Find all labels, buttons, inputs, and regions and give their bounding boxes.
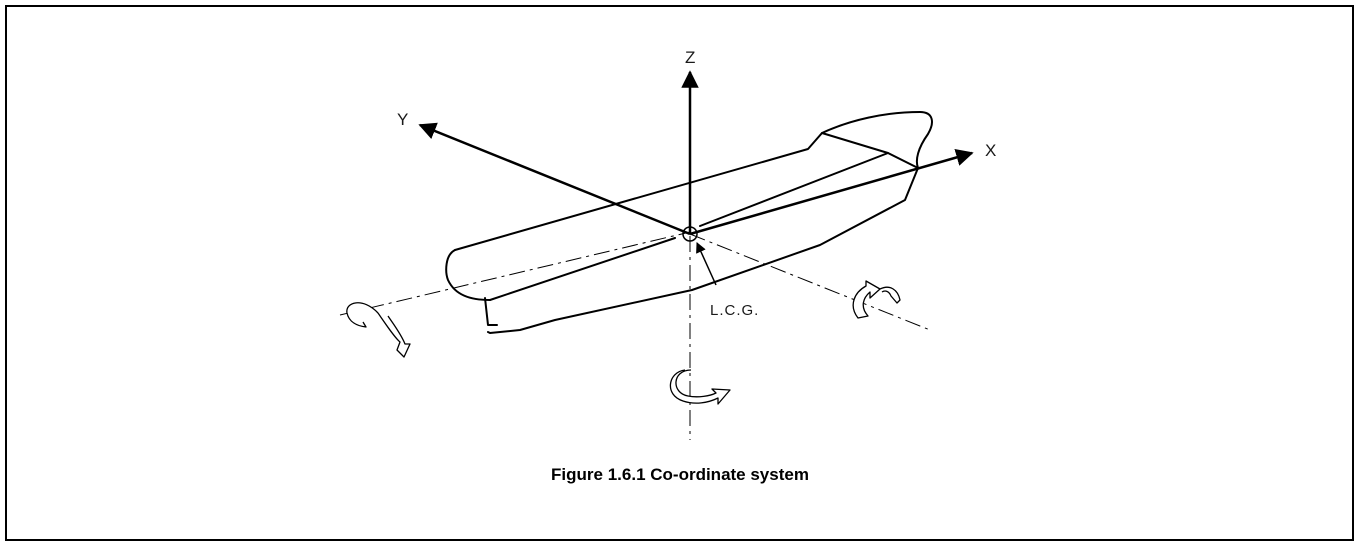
bow-deck-line	[821, 132, 919, 169]
hull-side-curve	[445, 249, 491, 301]
y-axis	[418, 122, 691, 236]
lcg-label: L.C.G.	[710, 302, 759, 319]
hull-stern-step	[484, 297, 498, 326]
principal-axes	[418, 70, 974, 236]
x-axis-label: X	[985, 141, 996, 160]
figure-caption: Figure 1.6.1 Co-ordinate system	[551, 465, 809, 484]
figure-frame	[5, 5, 1354, 541]
x-axis	[689, 148, 974, 236]
hull-bottom-edge	[489, 237, 676, 301]
roll-rotation-arrow-icon	[346, 302, 411, 358]
pitch-axis-centerline	[689, 233, 931, 331]
yaw-rotation-arrow-icon	[669, 369, 731, 405]
y-axis-label: Y	[397, 110, 408, 129]
z-axis-label: Z	[685, 48, 695, 67]
roll-axis-centerline	[339, 231, 691, 316]
pitch-rotation-arrow-icon	[852, 280, 901, 319]
rotation-arrows	[346, 280, 901, 405]
rotation-centerlines	[339, 231, 931, 440]
origin-circle	[682, 226, 698, 242]
sheer-line	[699, 152, 889, 227]
lcg-leader-line	[696, 242, 717, 286]
